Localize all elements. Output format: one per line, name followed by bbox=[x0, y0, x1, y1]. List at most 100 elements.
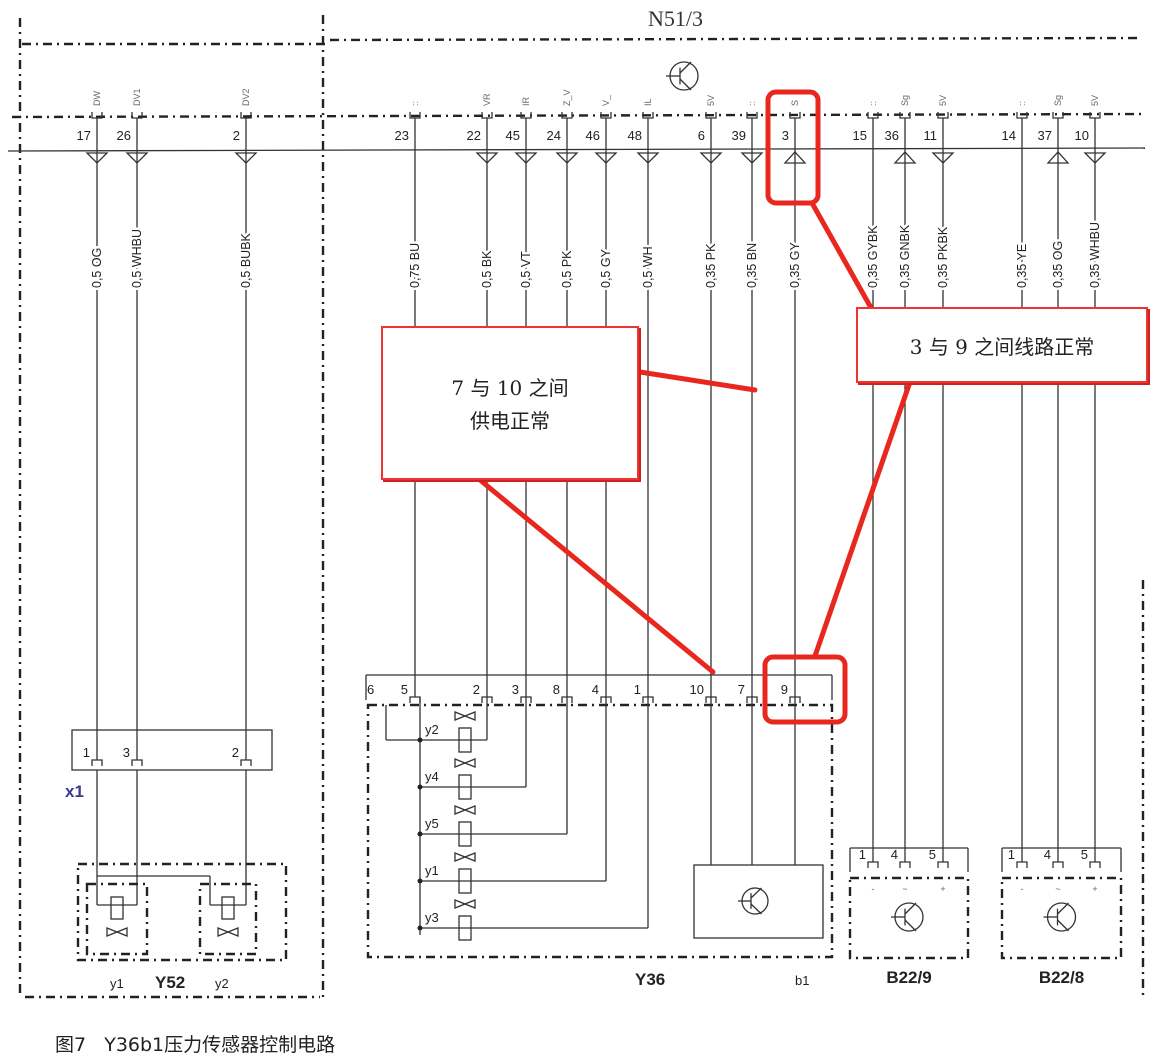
pin-terminal bbox=[240, 759, 252, 766]
pin-terminal bbox=[937, 112, 949, 119]
pin-terminal bbox=[131, 759, 143, 766]
wire-label: 0,5 GY bbox=[599, 248, 613, 288]
pin-number: 10 bbox=[1075, 128, 1089, 143]
valve-label: y4 bbox=[425, 769, 439, 784]
wire-label: 0,5 OG bbox=[90, 248, 104, 288]
sensor-label: B22/9 bbox=[886, 968, 931, 987]
pin-number: 1 bbox=[83, 745, 90, 760]
wire-label: 0,5 BUBK bbox=[239, 232, 253, 288]
wire-label: 0,35 GY bbox=[788, 241, 802, 288]
solenoid-coil-icon bbox=[458, 774, 472, 800]
wire-label: 0,5 PK bbox=[560, 250, 574, 288]
pin-number: 6 bbox=[367, 682, 374, 697]
sensor-label: B22/8 bbox=[1039, 968, 1084, 987]
wire-label: 0,5 BK bbox=[480, 250, 494, 288]
wire-label: 0,35 YE bbox=[1015, 244, 1029, 288]
pin-terminal bbox=[481, 112, 493, 119]
pin-polarity: ~ bbox=[902, 884, 907, 894]
junction-dot bbox=[417, 784, 423, 790]
valve-icon bbox=[454, 899, 476, 909]
wire-label: 0,5 WHBU bbox=[130, 229, 144, 288]
pin-terminal bbox=[1016, 861, 1028, 868]
arrow-down-icon bbox=[1083, 152, 1107, 164]
wire-label: 0,75 BU bbox=[408, 243, 422, 288]
pin-terminal bbox=[642, 112, 654, 119]
pin-code: 5V bbox=[938, 95, 948, 106]
pin-number: 4 bbox=[592, 682, 599, 697]
pin-code: Z_V bbox=[562, 89, 572, 106]
pin-number: 2 bbox=[232, 745, 239, 760]
pin-terminal bbox=[520, 112, 532, 119]
pin-number: 14 bbox=[1002, 128, 1016, 143]
control-unit-title: N51/3 bbox=[648, 6, 703, 31]
pin-terminal bbox=[789, 112, 801, 119]
pin-number: 36 bbox=[885, 128, 899, 143]
valve-label: y1 bbox=[110, 976, 124, 991]
pin-number: 5 bbox=[1081, 847, 1088, 862]
valve-label: y1 bbox=[425, 863, 439, 878]
arrow-up-icon bbox=[893, 151, 917, 164]
transistor-icon bbox=[666, 61, 699, 91]
pin-number: 3 bbox=[123, 745, 130, 760]
frame-border bbox=[329, 36, 1141, 42]
solenoid-coil-icon bbox=[458, 915, 472, 941]
pin-terminal bbox=[1052, 112, 1064, 119]
pin-polarity: + bbox=[940, 884, 945, 894]
figure-caption: 图7 Y36b1压力传感器控制电路 bbox=[55, 1030, 335, 1057]
pin-number: 8 bbox=[553, 682, 560, 697]
pin-terminal bbox=[746, 112, 758, 119]
x1-connector bbox=[71, 729, 273, 771]
pin-number: 5 bbox=[401, 682, 408, 697]
solenoid-coil-icon bbox=[110, 896, 124, 920]
pin-terminal bbox=[561, 112, 573, 119]
arrow-up-icon bbox=[1046, 151, 1070, 164]
junction-dot bbox=[417, 831, 423, 837]
pin-number: 1 bbox=[859, 847, 866, 862]
pin-polarity: + bbox=[1092, 884, 1097, 894]
pin-number: 23 bbox=[395, 128, 409, 143]
transistor-icon bbox=[891, 902, 924, 932]
valve-icon bbox=[454, 711, 476, 721]
pin-terminal bbox=[867, 861, 879, 868]
pin-number: 3 bbox=[512, 682, 519, 697]
pointer-line bbox=[477, 477, 716, 675]
wire-label: 0,35 PKBK bbox=[936, 226, 950, 288]
arrow-down-icon bbox=[931, 152, 955, 164]
pin-code: DW bbox=[92, 91, 102, 106]
wire-label: 0,35 PK bbox=[704, 243, 718, 288]
figure-title: Y36b1压力传感器控制电路 bbox=[104, 1034, 336, 1056]
pin-terminal bbox=[409, 696, 421, 703]
x1-label: x1 bbox=[65, 782, 84, 801]
arrow-down-icon bbox=[594, 152, 618, 164]
valve-icon bbox=[454, 758, 476, 768]
note-line: 7 与 10 之间 bbox=[451, 376, 569, 400]
pin-number: 1 bbox=[1008, 847, 1015, 862]
pin-terminal bbox=[600, 112, 612, 119]
pin-terminal bbox=[240, 112, 252, 119]
y36-box bbox=[366, 703, 834, 959]
pin-terminal bbox=[899, 112, 911, 119]
pin-code: DV2 bbox=[241, 88, 251, 106]
connector-border bbox=[11, 112, 1146, 119]
pin-number: 5 bbox=[929, 847, 936, 862]
pin-polarity: ~ bbox=[1055, 884, 1060, 894]
valve-icon bbox=[454, 852, 476, 862]
pin-terminal bbox=[131, 112, 143, 119]
transistor-icon bbox=[1043, 902, 1077, 932]
pin-code: :: bbox=[1017, 101, 1027, 106]
pin-code: DV1 bbox=[132, 88, 142, 106]
pin-polarity: - bbox=[1021, 884, 1024, 894]
pin-code: 5V bbox=[1090, 95, 1100, 106]
junction-dot bbox=[417, 878, 423, 884]
pointer-line bbox=[812, 379, 913, 659]
y52-label: Y52 bbox=[155, 973, 185, 992]
sensor-box bbox=[1000, 876, 1123, 960]
pin-number: 17 bbox=[77, 128, 91, 143]
pin-number: 26 bbox=[117, 128, 131, 143]
pin-terminal bbox=[867, 112, 879, 119]
pin-number: 3 bbox=[782, 128, 789, 143]
arrow-down-icon bbox=[514, 152, 538, 164]
pin-code: VR bbox=[482, 93, 492, 106]
